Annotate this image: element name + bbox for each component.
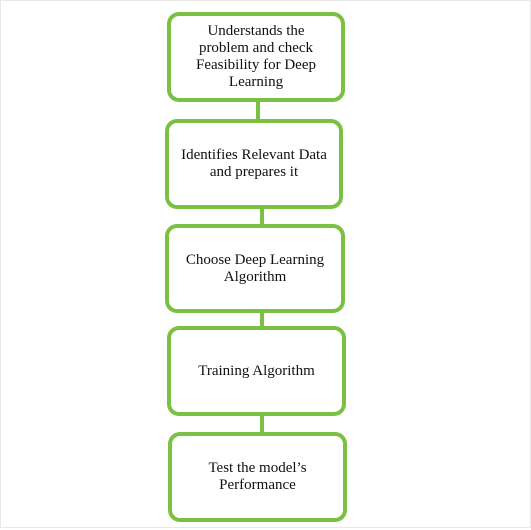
step-identify-data: Identifies Relevant Data and prepares it [165, 119, 343, 209]
connector-2-3 [260, 206, 264, 226]
connector-1-2 [256, 99, 260, 121]
step-understand-problem: Understands the problem and check Feasib… [167, 12, 345, 102]
step-choose-algorithm: Choose Deep Learning Algorithm [165, 224, 345, 313]
step-label: Training Algorithm [198, 362, 315, 379]
step-label: Test the model’s Performance [208, 460, 307, 493]
step-label: Understands the problem and check Feasib… [196, 23, 316, 90]
step-test-performance: Test the model’s Performance [168, 432, 347, 522]
connector-3-4 [260, 310, 264, 328]
step-training-algorithm: Training Algorithm [167, 326, 346, 416]
step-label: Identifies Relevant Data and prepares it [181, 147, 327, 180]
step-label: Choose Deep Learning Algorithm [185, 251, 325, 285]
connector-4-5 [260, 413, 264, 434]
